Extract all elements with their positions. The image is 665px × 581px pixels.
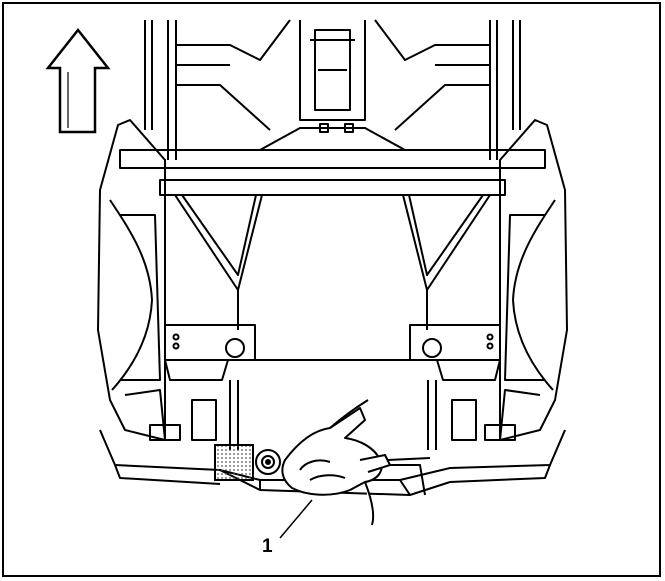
callout-leader-line	[279, 499, 313, 539]
callout-label-1: 1	[262, 536, 273, 557]
hand-illustration	[281, 399, 391, 526]
frame-structure	[97, 19, 568, 496]
up-arrow-icon	[45, 27, 111, 134]
pad-hatched	[214, 444, 254, 481]
grommet-component	[255, 449, 281, 475]
